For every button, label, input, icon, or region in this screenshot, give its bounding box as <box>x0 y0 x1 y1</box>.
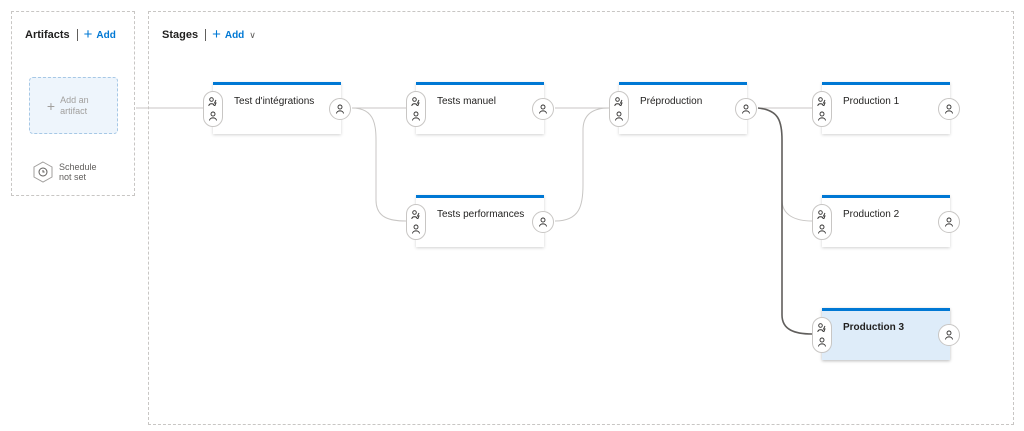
lightning-person-icon[interactable] <box>614 97 624 107</box>
person-icon <box>944 330 954 340</box>
lightning-person-icon[interactable] <box>817 97 827 107</box>
stage-name: Production 3 <box>843 322 905 333</box>
stage-name: Production 2 <box>843 209 900 220</box>
add-artifact-button-label: Add <box>96 29 116 41</box>
pre-deployment-conditions[interactable] <box>812 317 832 353</box>
stage-name: Test d'intégrations <box>234 96 315 107</box>
post-deployment-conditions[interactable] <box>532 98 554 120</box>
stage-card-production-2[interactable]: Production 2 <box>812 195 960 247</box>
person-icon <box>944 217 954 227</box>
artifacts-header: Artifacts + Add <box>25 26 116 43</box>
person-icon <box>335 104 345 114</box>
stage-name: Tests manuel <box>437 96 496 107</box>
post-deployment-conditions[interactable] <box>938 211 960 233</box>
stages-header: Stages + Add ∨ <box>162 26 256 43</box>
post-deployment-conditions[interactable] <box>735 98 757 120</box>
stage-card-test-integrations[interactable]: Test d'intégrations <box>203 82 351 134</box>
stage-card-production-3[interactable]: Production 3 <box>812 308 960 360</box>
person-icon[interactable] <box>208 111 218 121</box>
stage-card-tests-manuel[interactable]: Tests manuel <box>406 82 554 134</box>
stage-name: Production 1 <box>843 96 900 107</box>
plus-icon: + <box>212 26 221 43</box>
person-icon[interactable] <box>817 111 827 121</box>
artifacts-title: Artifacts <box>25 29 70 41</box>
schedule-trigger[interactable]: Schedule not set <box>32 161 99 183</box>
artifacts-panel: Artifacts + Add + Add an artifact Schedu… <box>11 11 135 196</box>
add-stage-button[interactable]: + Add ∨ <box>212 26 256 43</box>
stages-panel: Stages + Add ∨ <box>148 11 1014 425</box>
pre-deployment-conditions[interactable] <box>812 91 832 127</box>
person-icon <box>741 104 751 114</box>
lightning-person-icon[interactable] <box>411 210 421 220</box>
person-icon[interactable] <box>817 224 827 234</box>
header-divider <box>76 29 78 41</box>
plus-icon: + <box>46 97 56 114</box>
add-artifact-placeholder-label: Add an artifact <box>60 94 89 116</box>
lightning-person-icon[interactable] <box>208 97 218 107</box>
stage-card-preproduction[interactable]: Préproduction <box>609 82 757 134</box>
stage-card-production-1[interactable]: Production 1 <box>812 82 960 134</box>
person-icon <box>538 217 548 227</box>
schedule-label: Schedule not set <box>59 162 97 182</box>
post-deployment-conditions[interactable] <box>329 98 351 120</box>
clock-icon <box>32 161 54 183</box>
pre-deployment-conditions[interactable] <box>406 204 426 240</box>
post-deployment-conditions[interactable] <box>938 98 960 120</box>
person-icon[interactable] <box>817 337 827 347</box>
lightning-person-icon[interactable] <box>411 97 421 107</box>
add-artifact-button[interactable]: + Add <box>83 26 116 43</box>
stage-card-tests-performances[interactable]: Tests performances <box>406 195 554 247</box>
person-icon[interactable] <box>614 111 624 121</box>
pre-deployment-conditions[interactable] <box>406 91 426 127</box>
chevron-down-icon: ∨ <box>249 29 256 40</box>
stage-name: Préproduction <box>640 96 703 107</box>
stages-title: Stages <box>162 29 199 41</box>
pre-deployment-conditions[interactable] <box>609 91 629 127</box>
add-stage-button-label: Add <box>224 29 245 41</box>
lightning-person-icon[interactable] <box>817 323 827 333</box>
stage-name: Tests performances <box>437 209 525 220</box>
header-divider <box>205 29 207 41</box>
person-icon <box>538 104 548 114</box>
pre-deployment-conditions[interactable] <box>812 204 832 240</box>
person-icon <box>944 104 954 114</box>
person-icon[interactable] <box>411 224 421 234</box>
plus-icon: + <box>83 26 93 43</box>
pre-deployment-conditions[interactable] <box>203 91 223 127</box>
add-artifact-placeholder[interactable]: + Add an artifact <box>29 77 118 134</box>
person-icon[interactable] <box>411 111 421 121</box>
lightning-person-icon[interactable] <box>817 210 827 220</box>
post-deployment-conditions[interactable] <box>938 324 960 346</box>
post-deployment-conditions[interactable] <box>532 211 554 233</box>
